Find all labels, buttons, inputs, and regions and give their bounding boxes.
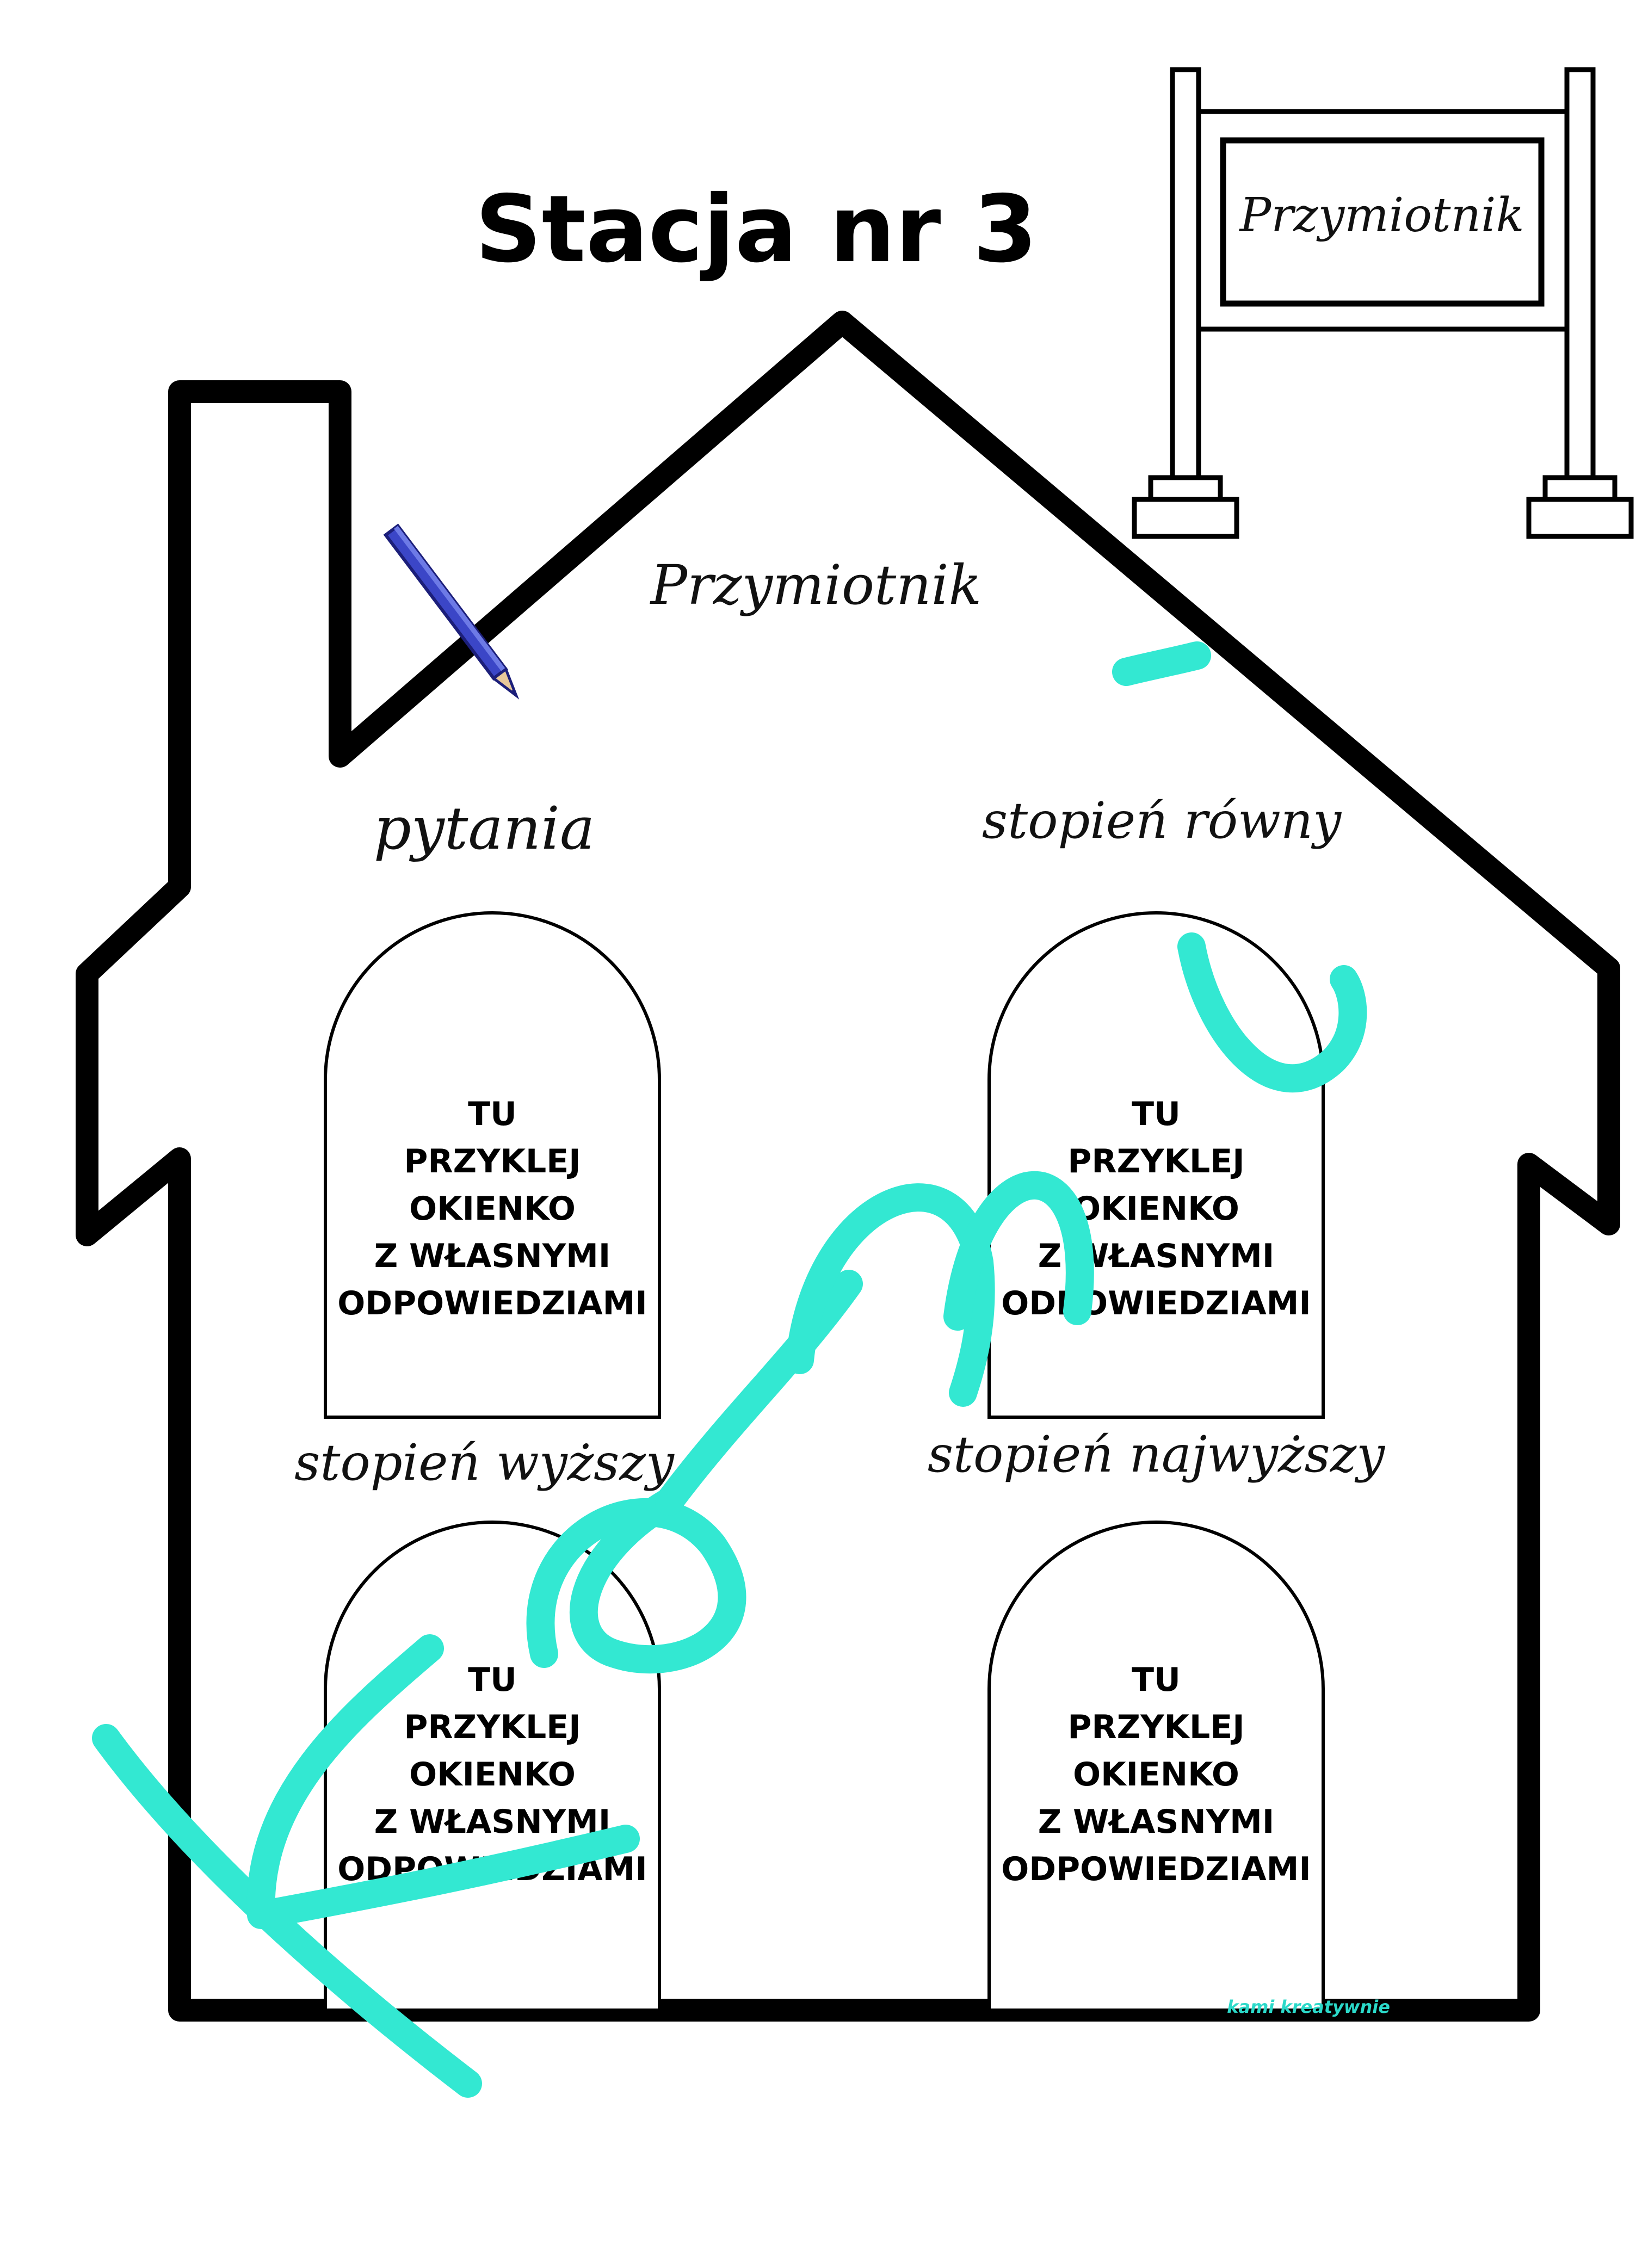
window-top-left [324,911,661,1419]
signpost-icon [1132,67,1634,539]
window-text-line: TU [1132,1661,1181,1699]
credit-text: kami kreatywnie [1227,1997,1390,2017]
window-text-line: Z WŁASNYMI [1038,1803,1274,1841]
sign-label: Przymiotnik [1238,188,1524,243]
window-text-bottom-right: TU PRZYKLEJ OKIENKO Z WŁASNYMI ODPOWIEDZ… [1001,1661,1311,1888]
roof-label: Przymiotnik [650,553,982,617]
section-label-stopien-wyzszy: stopień wyższy [294,1433,675,1492]
kami-watermark [92,641,1367,2098]
pencil-icon [383,523,520,700]
window-text-line: OKIENKO [409,1756,576,1794]
window-text-line: PRZYKLEJ [1067,1142,1244,1181]
house-outline [76,311,1620,2022]
window-text-line: ODPOWIEDZIAMI [1001,1284,1311,1323]
section-label-stopien-najwyzszy: stopień najwyższy [928,1425,1385,1484]
window-text-line: TU [468,1095,517,1133]
window-text-line: PRZYKLEJ [404,1708,581,1746]
section-label-pytania: pytania [374,795,595,863]
window-text-line: ODPOWIEDZIAMI [337,1284,647,1323]
window-text-line: TU [1132,1095,1181,1133]
page-title: Stacja nr 3 [475,176,1038,283]
window-text-line: PRZYKLEJ [1067,1708,1244,1746]
window-text-line: OKIENKO [1073,1756,1239,1794]
window-text-line: Z WŁASNYMI [374,1803,610,1841]
window-text-line: PRZYKLEJ [404,1142,581,1181]
section-label-stopien-rowny: stopień równy [982,792,1342,850]
window-text-line: OKIENKO [409,1190,576,1228]
window-text-line: ODPOWIEDZIAMI [1001,1850,1311,1888]
window-text-line: Z WŁASNYMI [374,1237,610,1275]
window-text-line: OKIENKO [1073,1190,1239,1228]
window-text-line: TU [468,1661,517,1699]
window-bottom-right [987,1521,1325,2012]
window-text-top-left: TU PRZYKLEJ OKIENKO Z WŁASNYMI ODPOWIEDZ… [337,1095,647,1323]
